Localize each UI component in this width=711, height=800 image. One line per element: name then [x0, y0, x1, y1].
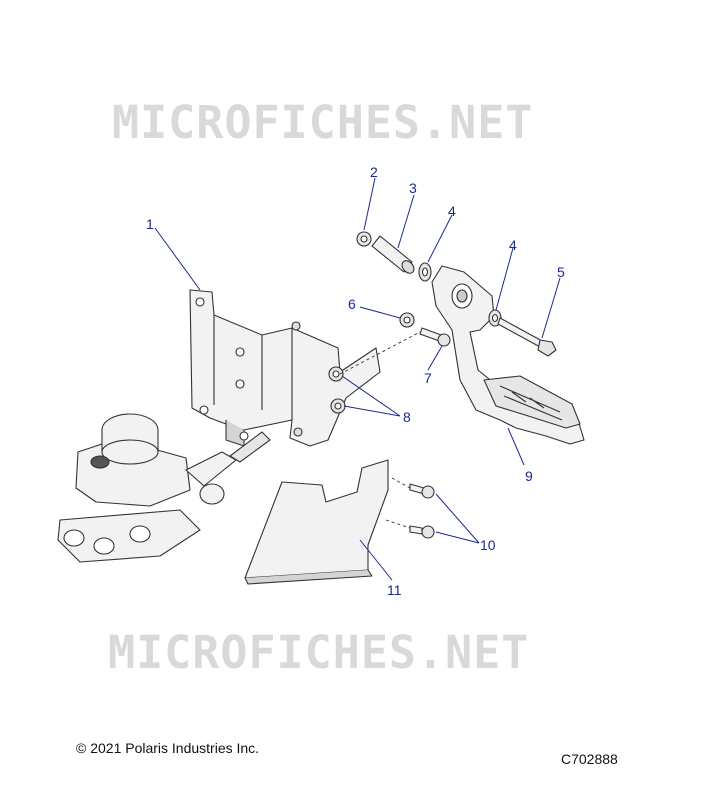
watermark-top: MICROFICHES.NET: [112, 96, 534, 149]
screw-10b: [409, 525, 423, 535]
callout-8: 8: [403, 409, 411, 425]
callout-3: 3: [409, 180, 417, 196]
callout-2: 2: [370, 164, 378, 180]
master-cylinder-body: [75, 443, 191, 507]
callout-4a: 4: [448, 203, 456, 219]
callout-1: 1: [146, 216, 154, 232]
callout-9: 9: [525, 468, 533, 484]
bolt-5: [497, 317, 545, 349]
watermark-bottom: MICROFICHES.NET: [108, 626, 530, 679]
callout-11: 11: [387, 582, 402, 598]
drawing-code: C702888: [561, 751, 618, 767]
callout-4b: 4: [509, 237, 517, 253]
callout-5: 5: [557, 264, 565, 280]
copyright-text: © 2021 Polaris Industries Inc.: [76, 740, 260, 756]
heat-shield-edge: [244, 569, 373, 585]
callout-10: 10: [480, 537, 496, 553]
callout-6: 6: [348, 296, 356, 312]
callout-7: 7: [424, 370, 432, 386]
heat-shield: [244, 459, 389, 579]
